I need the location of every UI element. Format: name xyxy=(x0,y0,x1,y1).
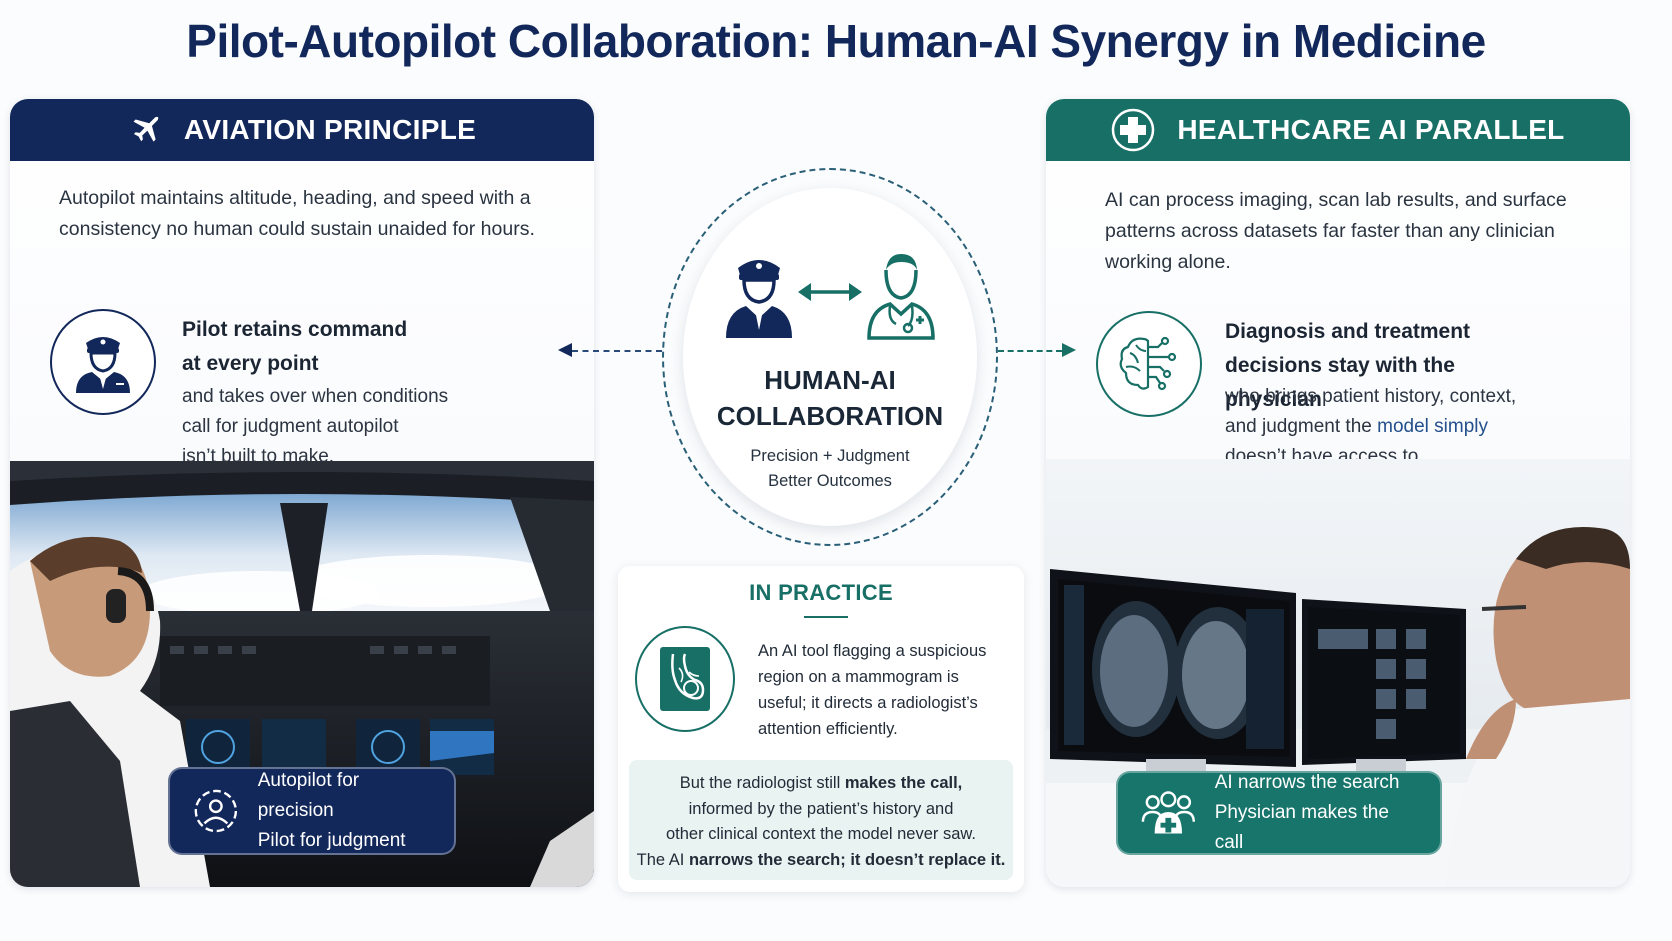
in-practice-card: IN PRACTICE An AI tool flagging a suspic… xyxy=(618,566,1024,892)
in-practice-divider xyxy=(804,616,848,618)
doctor-icon xyxy=(867,254,935,340)
collaboration-heading: HUMAN-AI COLLABORATION xyxy=(716,365,944,431)
in-practice-text: An AI tool flagging a suspicious region … xyxy=(758,642,987,738)
healthcare-feature-title: Diagnosis and treatment decisions stay w… xyxy=(1225,320,1471,411)
left-connector-line xyxy=(572,350,662,352)
healthcare-header-label: HEALTHCARE AI PARALLEL xyxy=(1177,114,1565,145)
brain-icon-circle xyxy=(1096,311,1202,417)
collaboration-ring xyxy=(662,168,998,546)
aviation-caption: Autopilot for precision Pilot for judgme… xyxy=(168,767,456,855)
brain-circuit-icon xyxy=(1119,336,1177,391)
in-practice-title: IN PRACTICE xyxy=(749,580,893,605)
aviation-header: AVIATION PRINCIPLE xyxy=(10,99,594,161)
right-connector-line xyxy=(998,350,1062,352)
pilot-icon xyxy=(76,337,130,393)
bidirectional-arrow-icon xyxy=(798,283,862,301)
mammogram-icon xyxy=(660,647,710,711)
healthcare-feature-text: who brings patient history, context, and… xyxy=(1225,386,1517,467)
collaboration-circle xyxy=(683,188,977,526)
aviation-intro: Autopilot maintains altitude, heading, a… xyxy=(59,187,535,240)
pilot-icon xyxy=(726,260,792,338)
team-medical-icon xyxy=(1141,791,1195,834)
healthcare-intro: AI can process imaging, scan lab results… xyxy=(1105,189,1567,273)
medical-cross-icon xyxy=(1112,108,1155,152)
pilot-icon-circle xyxy=(50,309,156,415)
collaboration-subtitle: Precision + Judgment Better Outcomes xyxy=(750,447,910,490)
left-arrowhead-icon xyxy=(558,343,572,357)
mammogram-icon-circle xyxy=(635,626,735,732)
right-arrowhead-icon xyxy=(1062,343,1076,357)
airplane-icon xyxy=(133,116,159,142)
aviation-header-label: AVIATION PRINCIPLE xyxy=(183,114,477,145)
aviation-feature-text: and takes over when conditions call for … xyxy=(182,386,449,467)
page-title: Pilot-Autopilot Collaboration: Human-AI … xyxy=(186,15,1486,67)
autopilot-gauge-icon xyxy=(194,789,238,833)
aviation-feature-title: Pilot retains command at every point xyxy=(182,318,408,375)
healthcare-panel: HEALTHCARE AI PARALLEL AI can process im… xyxy=(1046,99,1630,887)
healthcare-caption: AI narrows the search Physician makes th… xyxy=(1116,771,1442,855)
in-practice-callout: But the radiologist still makes the call… xyxy=(629,760,1013,880)
aviation-panel: AVIATION PRINCIPLE Autopilot maintains a… xyxy=(10,99,594,887)
healthcare-header: HEALTHCARE AI PARALLEL xyxy=(1046,99,1630,161)
